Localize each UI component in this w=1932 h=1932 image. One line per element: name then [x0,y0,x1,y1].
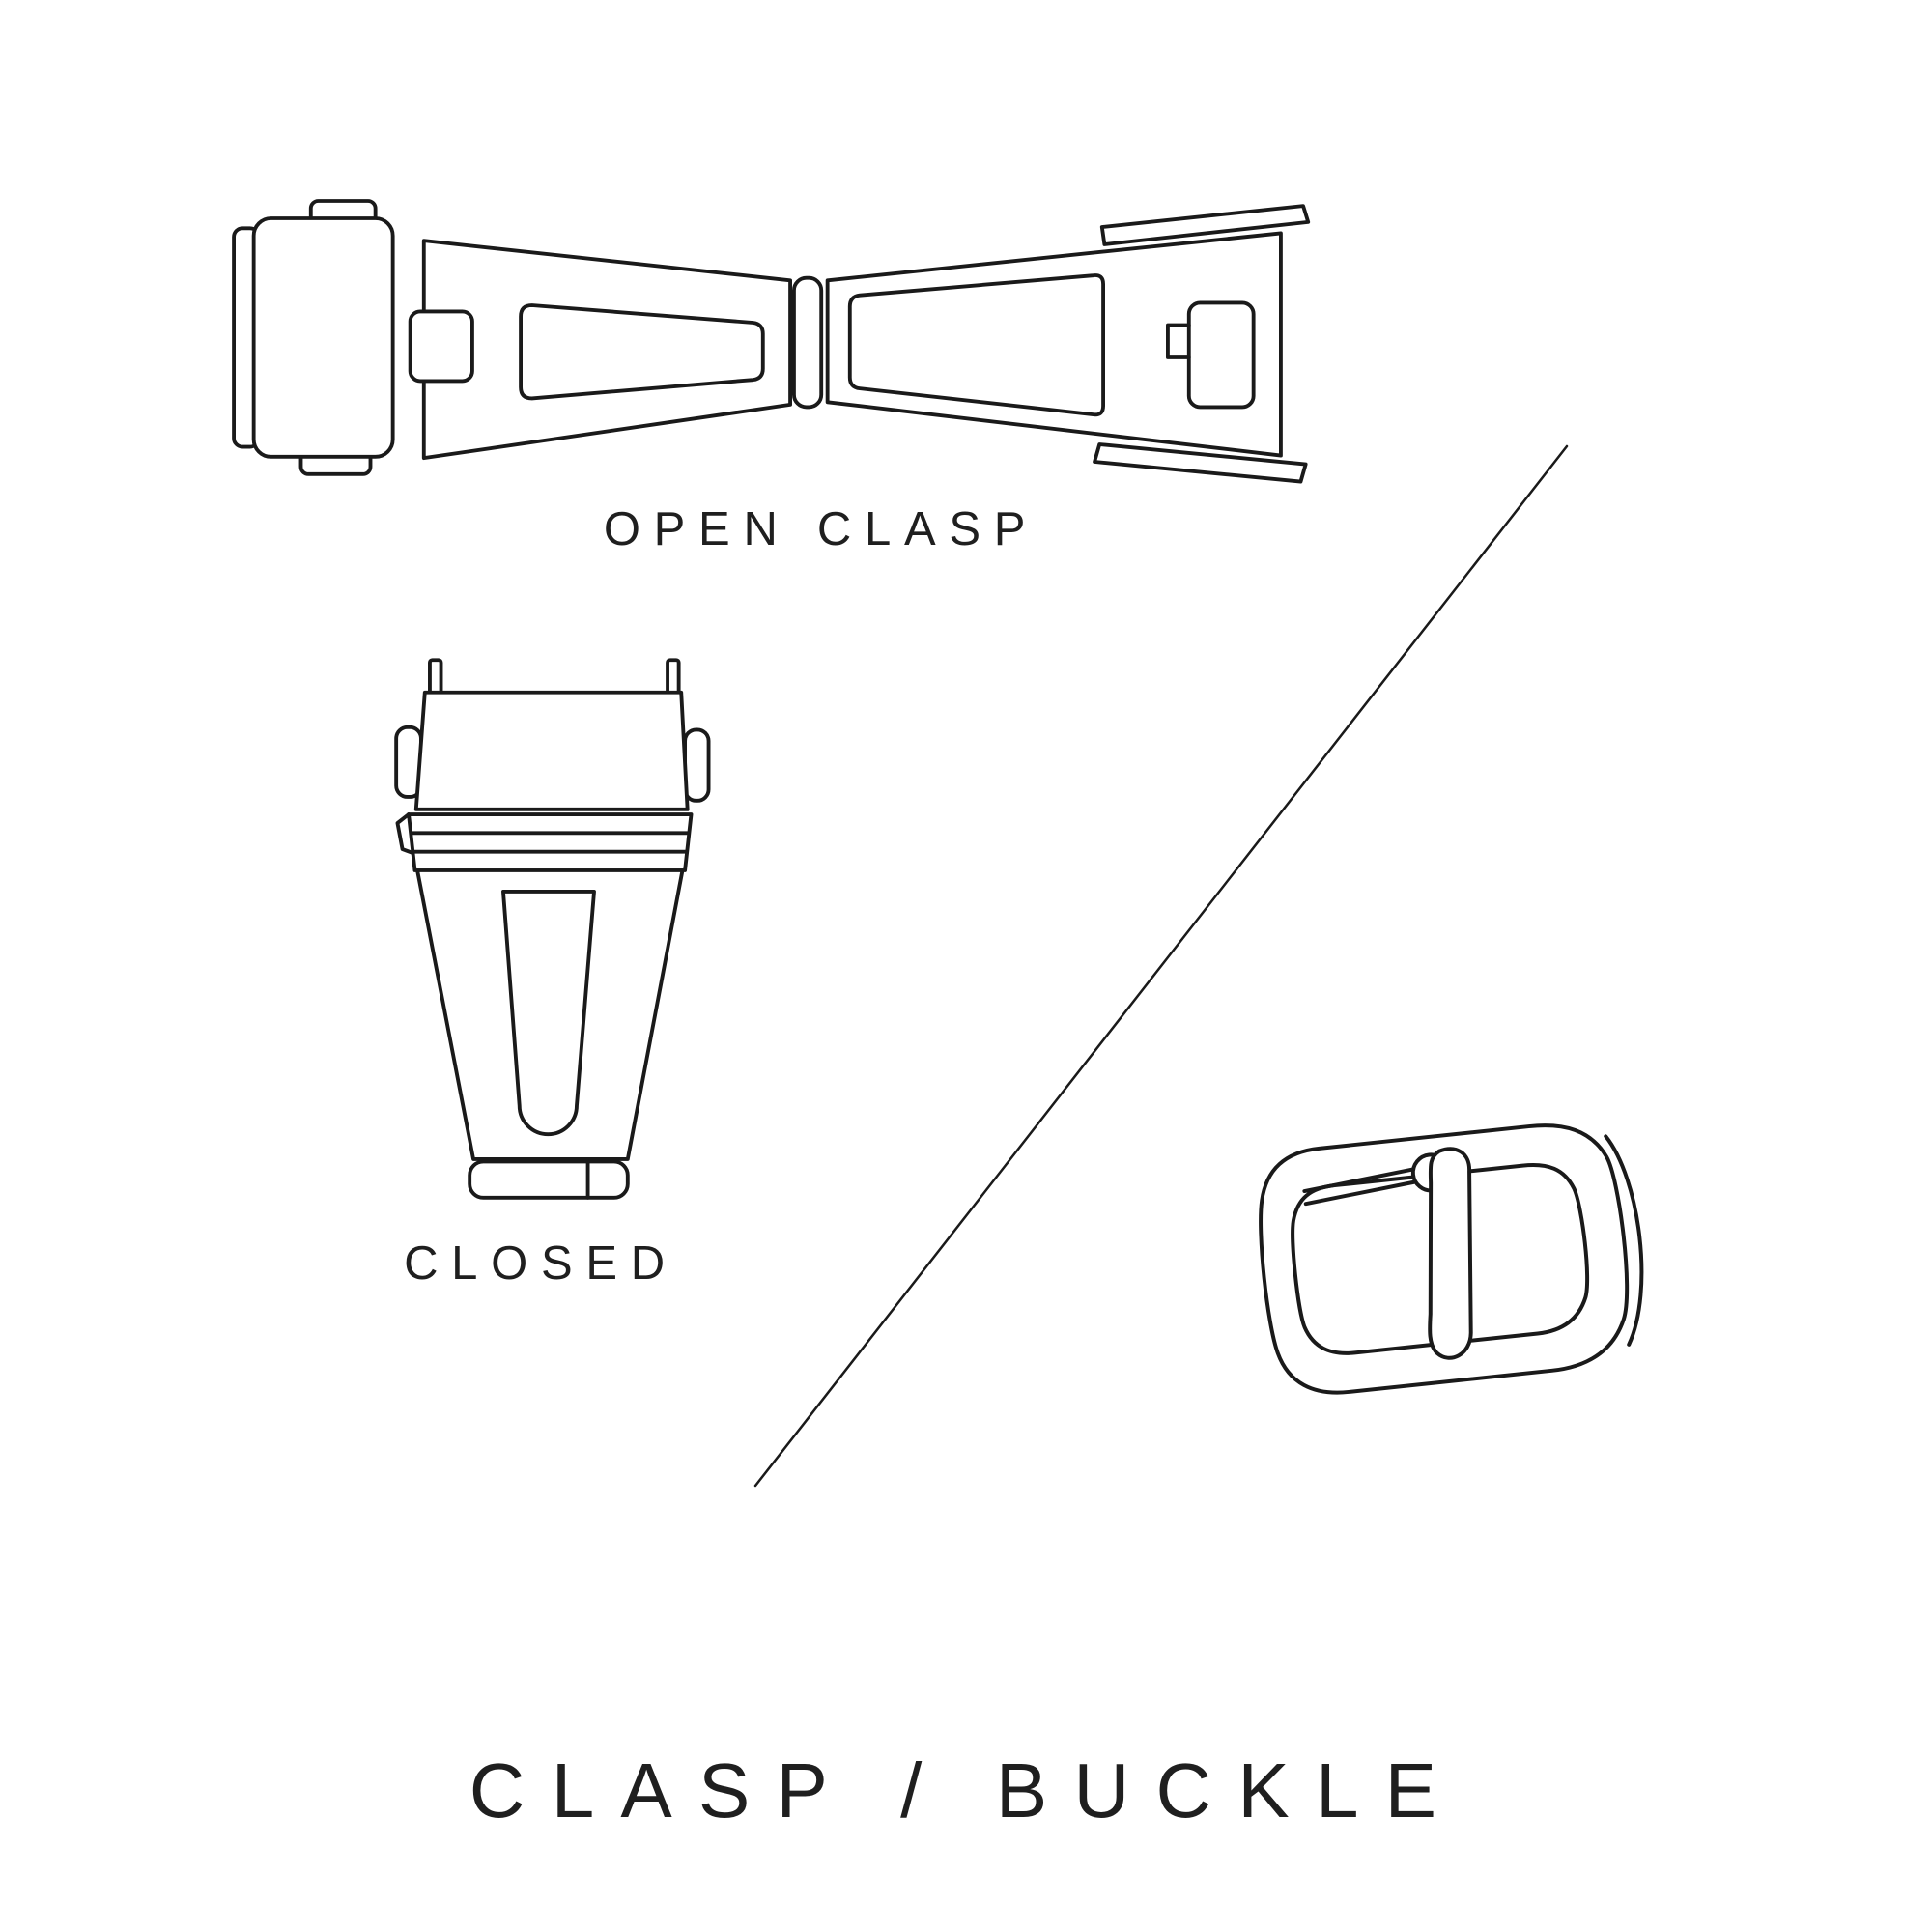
closed-clasp-illustration [394,658,711,1200]
clasp-top-right-strip [1099,204,1311,246]
clasp-end-body [251,216,395,459]
clasp-right-hook [1186,300,1256,410]
closed-clasp-lines [394,658,711,1200]
buckle-lines [1259,1123,1644,1395]
closed-foot [468,1159,630,1200]
buckle-illustration [1259,1123,1644,1395]
closed-band-notch [395,812,418,857]
clasp-left-arm [421,239,793,461]
open-clasp-lines [232,199,1311,484]
clasp-bottom-right-strip [1093,442,1308,484]
divider-line [753,444,1569,1488]
buckle-pin [1428,1147,1473,1360]
closed-inner-slot [501,889,596,1137]
closed-band-lines [409,831,691,854]
buckle-pivot-bar [1302,1167,1416,1207]
clasp-hinge [792,275,824,410]
open-clasp-illustration [232,199,1311,484]
clasp-right-hook-step [1166,323,1191,359]
clasp-hook-notch [408,309,474,384]
closed-body [415,868,685,1161]
closed-ear-right [683,727,711,803]
buckle-depth-curve [1604,1134,1644,1347]
clasp-left-window [519,303,765,401]
closed-clasp-label: CLOSED [404,1237,678,1290]
closed-cover [413,690,690,811]
open-clasp-label: OPEN CLASP [603,503,1039,555]
page-title: CLASP / BUCKLE [469,1747,1463,1833]
divider-stroke [753,444,1569,1488]
closed-band [407,812,694,872]
clasp-right-window [847,273,1105,417]
